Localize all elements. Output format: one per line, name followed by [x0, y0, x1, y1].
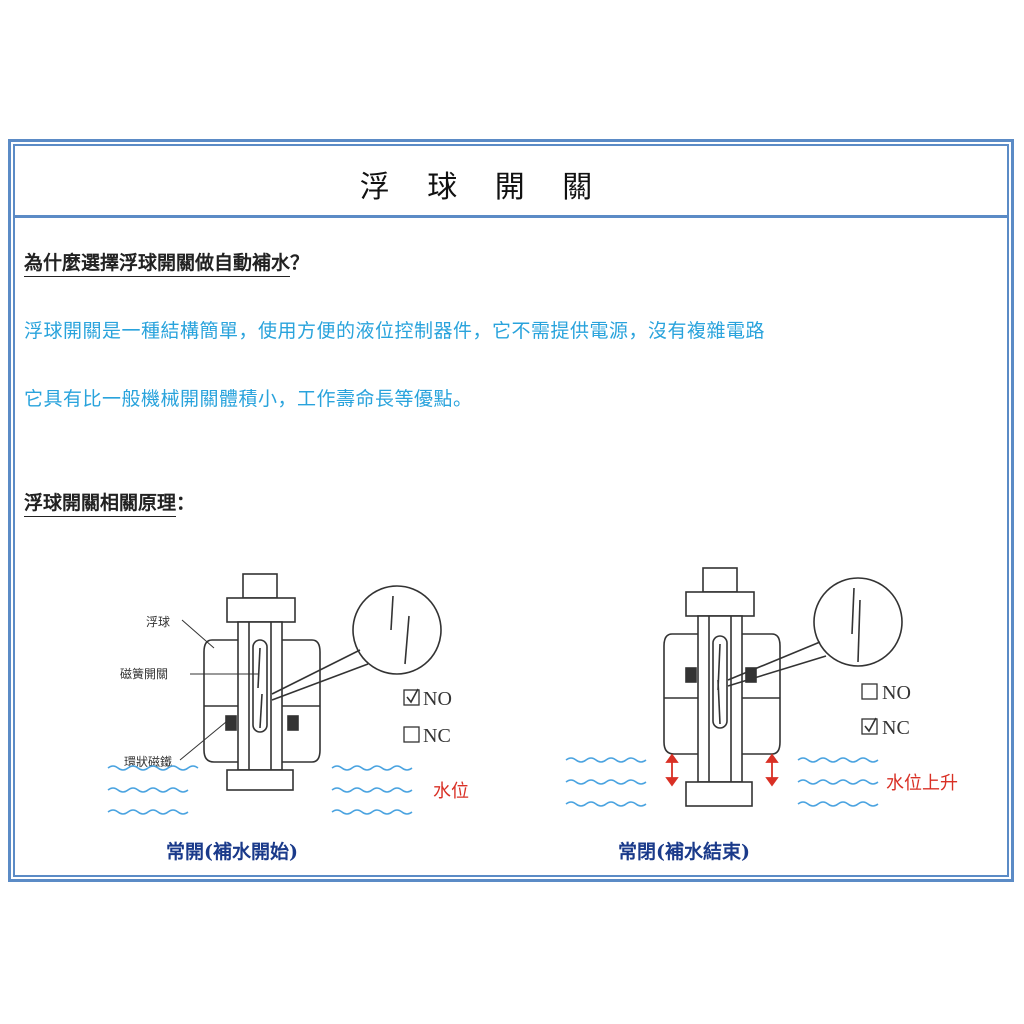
left-switch-diagram — [179, 573, 442, 791]
left-option-nc: NC — [403, 725, 451, 747]
heading-principle-text: 浮球開關相關原理 — [24, 492, 177, 517]
left-zoom-pointer-2 — [271, 663, 369, 701]
left-label-reed: 磁簧開關 — [120, 666, 168, 681]
left-wave — [107, 765, 199, 771]
right-reed-capsule — [712, 635, 728, 729]
left-zoom-pointer-1 — [271, 649, 361, 695]
left-label-float: 浮球 — [146, 615, 170, 629]
right-rise-arrow-right-head-down — [765, 777, 779, 787]
left-water-label: 水位 — [433, 781, 469, 802]
right-wave — [565, 801, 647, 807]
right-checkbox-nc — [861, 718, 878, 735]
right-wave — [565, 757, 647, 763]
left-zoom-contact-1 — [390, 595, 394, 631]
left-zoom-circle — [352, 585, 442, 675]
left-option-no-label: NO — [423, 688, 452, 710]
right-wave — [565, 779, 647, 785]
paragraph-2: 它具有比一般機械開關體積小，工作壽命長等優點。 — [24, 388, 473, 410]
right-rise-arrow-left-head-up — [665, 753, 679, 763]
right-water-label: 水位上升 — [886, 773, 958, 794]
right-switch-diagram — [663, 567, 903, 807]
left-water-waves — [107, 765, 413, 815]
left-wave — [107, 787, 189, 793]
right-magnet-left — [685, 667, 697, 683]
left-wave — [107, 809, 189, 815]
left-magnet-left — [225, 715, 237, 731]
left-wave — [331, 787, 413, 793]
right-rise-arrow-right-head-up — [765, 753, 779, 763]
left-wave — [331, 809, 413, 815]
right-zoom-circle — [813, 577, 903, 667]
right-zoom-pointer-1 — [727, 641, 821, 681]
right-reed-contact-lower — [717, 679, 721, 725]
title-bar: 浮 球 開 關 — [13, 144, 1009, 218]
right-magnet-right — [745, 667, 757, 683]
right-option-nc: NC — [861, 717, 910, 739]
right-zoom-pointer-2 — [727, 655, 827, 687]
right-option-nc-label: NC — [882, 717, 910, 739]
heading-principle-suffix: ： — [176, 492, 196, 514]
heading-principle: 浮球開關相關原理： — [24, 488, 196, 517]
right-checkbox-no — [861, 683, 878, 700]
paragraph-1: 浮球開關是一種結構簡單，使用方便的液位控制器件，它不需提供電源，沒有複雜電路 — [24, 320, 766, 342]
left-checkbox-nc — [403, 726, 420, 743]
heading-why-text: 為什麼選擇浮球開關做自動補水 — [24, 252, 291, 277]
left-reed-contact-upper — [257, 647, 261, 689]
right-zoom-contact-1 — [851, 587, 855, 635]
right-checkmark-nc — [864, 717, 877, 733]
right-top-cap — [685, 591, 755, 617]
left-caption: 常開(補水開始) — [166, 840, 298, 863]
right-water-waves — [565, 757, 879, 807]
left-wave — [331, 765, 413, 771]
left-leader-magnet — [179, 721, 227, 761]
left-zoom-contact-2 — [404, 615, 410, 665]
right-bottom-cap — [685, 781, 753, 807]
left-checkbox-no — [403, 689, 420, 706]
page-title: 浮 球 開 關 — [359, 170, 607, 205]
right-wave — [797, 801, 879, 807]
right-stem-top — [702, 567, 738, 593]
left-stem-top — [242, 573, 278, 599]
left-bottom-cap — [226, 769, 294, 791]
left-checkmark-no — [406, 688, 419, 704]
left-leader-float — [181, 619, 215, 649]
right-wave — [797, 757, 879, 763]
left-label-magnet: 環狀磁鐵 — [124, 754, 172, 769]
left-option-nc-label: NC — [423, 725, 451, 747]
heading-why: 為什麼選擇浮球開關做自動補水？ — [24, 248, 310, 277]
left-top-cap — [226, 597, 296, 623]
right-caption: 常閉(補水結束) — [618, 840, 750, 863]
right-rise-arrows — [665, 753, 779, 787]
heading-why-suffix: ？ — [290, 252, 310, 274]
left-option-no: NO — [403, 688, 452, 710]
left-reed-capsule — [252, 639, 268, 733]
left-reed-contact-lower — [259, 693, 263, 729]
left-magnet-right — [287, 715, 299, 731]
inner-frame — [13, 144, 1009, 877]
right-option-no: NO — [861, 682, 911, 704]
right-option-no-label: NO — [882, 682, 911, 704]
right-rise-arrow-left-head-down — [665, 777, 679, 787]
right-zoom-contact-2 — [857, 599, 861, 663]
right-wave — [797, 779, 879, 785]
outer-frame — [8, 139, 1014, 882]
